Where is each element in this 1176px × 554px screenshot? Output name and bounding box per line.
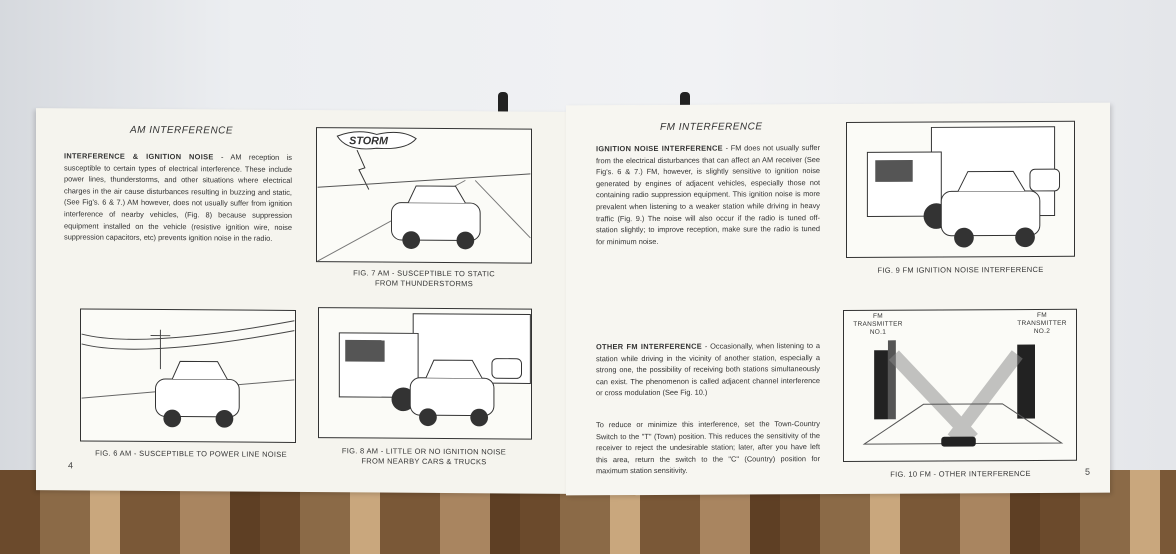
section-title: IGNITION NOISE INTERFERENCE — [596, 143, 723, 154]
figure-9 — [846, 120, 1075, 258]
figure-10: FM TRANSMITTER NO.1 FM TRANSMITTER NO.2 — [843, 308, 1077, 462]
section-title: OTHER FM INTERFERENCE — [596, 341, 703, 352]
section-other-fm: OTHER FM INTERFERENCE - Occasionally, wh… — [596, 340, 820, 399]
page-number: 5 — [1085, 466, 1091, 477]
section-body: - FM does not usually suffer from the el… — [596, 143, 820, 247]
booklet-stand-right — [680, 92, 690, 112]
page-heading: FM INTERFERENCE — [660, 121, 763, 133]
figure-6 — [80, 308, 296, 443]
section-text: INTERFERENCE & IGNITION NOISE - AM recep… — [64, 150, 292, 244]
figure-10-caption: FIG. 10 FM - OTHER INTERFERENCE — [890, 468, 1031, 479]
right-page: FM INTERFERENCE IGNITION NOISE INTERFERE… — [566, 102, 1110, 496]
section-title: INTERFERENCE & IGNITION NOISE — [64, 151, 214, 162]
transmitter-1-label: FM TRANSMITTER NO.1 — [853, 312, 903, 336]
left-page: AM INTERFERENCE INTERFERENCE & IGNITION … — [36, 108, 568, 494]
section-other-fm-para2: To reduce or minimize this interference,… — [596, 419, 820, 476]
figure-8 — [318, 307, 532, 440]
page-number: 4 — [68, 460, 74, 471]
section-ignition-noise: IGNITION NOISE INTERFERENCE - FM does no… — [596, 142, 820, 248]
transmitter-2-label: FM TRANSMITTER NO.2 — [1017, 311, 1067, 335]
figure-6-caption: FIG. 6 AM - SUSCEPTIBLE TO POWER LINE NO… — [95, 448, 287, 459]
figure-9-caption: FIG. 9 FM IGNITION NOISE INTERFERENCE — [877, 264, 1044, 275]
page-heading: AM INTERFERENCE — [130, 124, 234, 137]
figure-7: STORM — [316, 127, 532, 264]
booklet-stand-left — [498, 92, 508, 112]
section-body: - AM reception is susceptible to certain… — [64, 152, 292, 243]
storm-label: STORM — [349, 135, 389, 147]
